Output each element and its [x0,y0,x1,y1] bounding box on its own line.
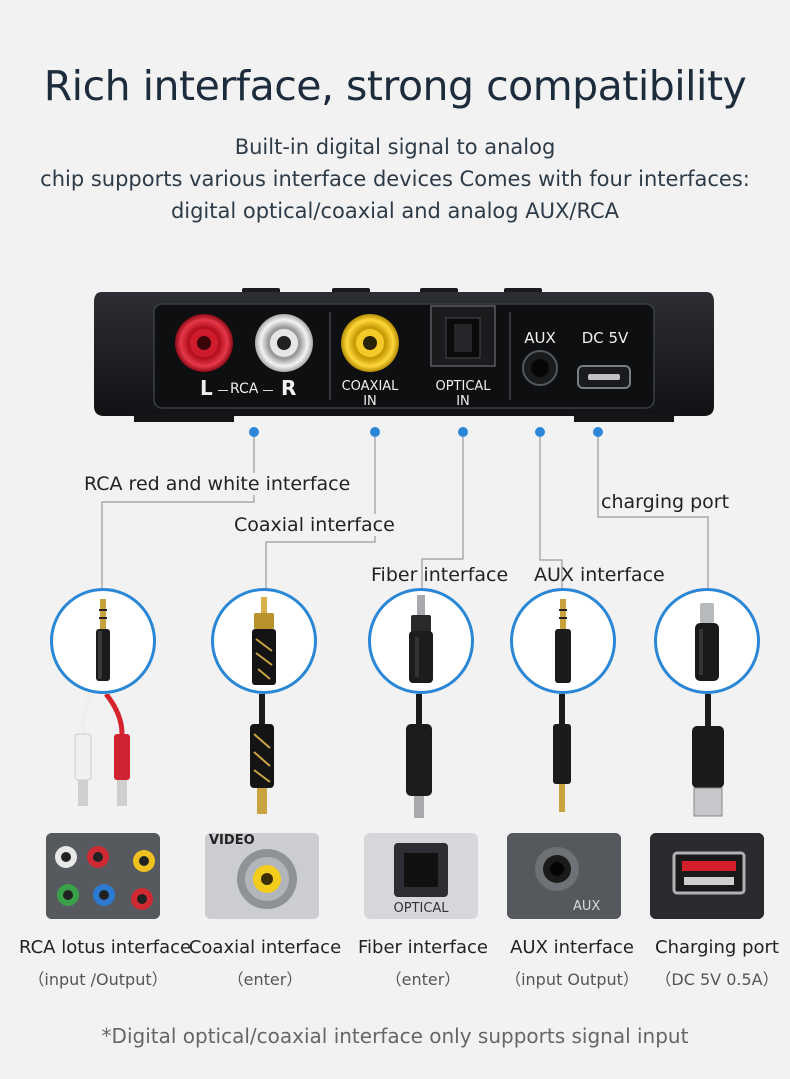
photo-coaxial-panel: VIDEO [205,833,319,919]
photo-optical-label: OPTICAL [393,901,449,916]
usb-plug-zoom [654,588,760,694]
device-body-graphic [94,288,714,422]
caption-rca-title: RCA lotus interface [19,937,192,958]
port-label-dc: DC 5V [581,329,629,347]
caption-charging-title: Charging port [655,937,779,958]
aux-plug-zoom [510,588,616,694]
page-subtitle: Built-in digital signal to analog chip s… [0,131,790,227]
port-label-rca-dash-right [263,390,273,391]
callout-aux: AUX interface [534,564,665,586]
port-label-rca: RCA [230,381,259,397]
caption-coaxial-detail: （enter） [227,970,303,989]
caption-coaxial-title: Coaxial interface [188,937,342,958]
caption-charging-detail: （DC 5V 0.5A） [655,970,779,989]
port-label-aux: AUX [524,329,556,347]
port-label-left: L [200,376,213,400]
photo-aux-label: AUX [573,899,601,914]
callout-rca: RCA red and white interface [84,473,351,495]
optical-plug-zoom [368,588,474,694]
photo-rca-panel [46,833,160,919]
rca-plug-zoom [50,588,156,694]
toslink-plug-icon [409,595,433,683]
port-label-coaxial: COAXIAL [341,379,399,394]
rca-cable-pair [74,694,130,806]
caption-fiber-detail: （enter） [385,970,461,989]
footnote: *Digital optical/coaxial interface only … [101,1024,689,1048]
callout-coaxial: Coaxial interface [234,514,395,536]
photo-aux-panel: AUX [507,833,621,919]
coaxial-plug-zoom [211,588,317,694]
callout-fiber: Fiber interface [371,564,509,586]
photo-coaxial-label: VIDEO [209,833,255,848]
page-title: Rich interface, strong compatibility [43,62,747,110]
cable-illustrations [74,694,724,818]
port-label-optical: OPTICAL [435,379,491,394]
photo-usb-port [650,833,764,919]
caption-aux-title: AUX interface [510,937,634,958]
port-label-optical-in: IN [456,394,470,409]
port-label-rca-dash-left [218,390,228,391]
callout-charging: charging port [601,491,730,513]
caption-fiber-title: Fiber interface [358,937,488,958]
micro-usb-plug-icon [695,603,719,681]
port-label-coaxial-in: IN [363,394,377,409]
coax-plug-icon [252,597,276,685]
caption-aux-detail: （input Output） [505,970,639,989]
port-label-right: R [281,376,297,400]
subtitle-line-1: Built-in digital signal to analog [234,135,556,159]
jack-plug-icon [555,599,571,683]
photo-optical-panel: OPTICAL [364,833,478,919]
caption-rca-detail: （input /Output） [28,970,168,989]
device-back-panel: L RCA R COAXIAL IN OPTICAL IN AUX DC 5V [94,288,714,426]
subtitle-line-2: chip supports various interface devices … [40,167,750,191]
aux-plug-icon [96,599,110,681]
subtitle-line-3: digital optical/coaxial and analog AUX/R… [170,199,620,223]
